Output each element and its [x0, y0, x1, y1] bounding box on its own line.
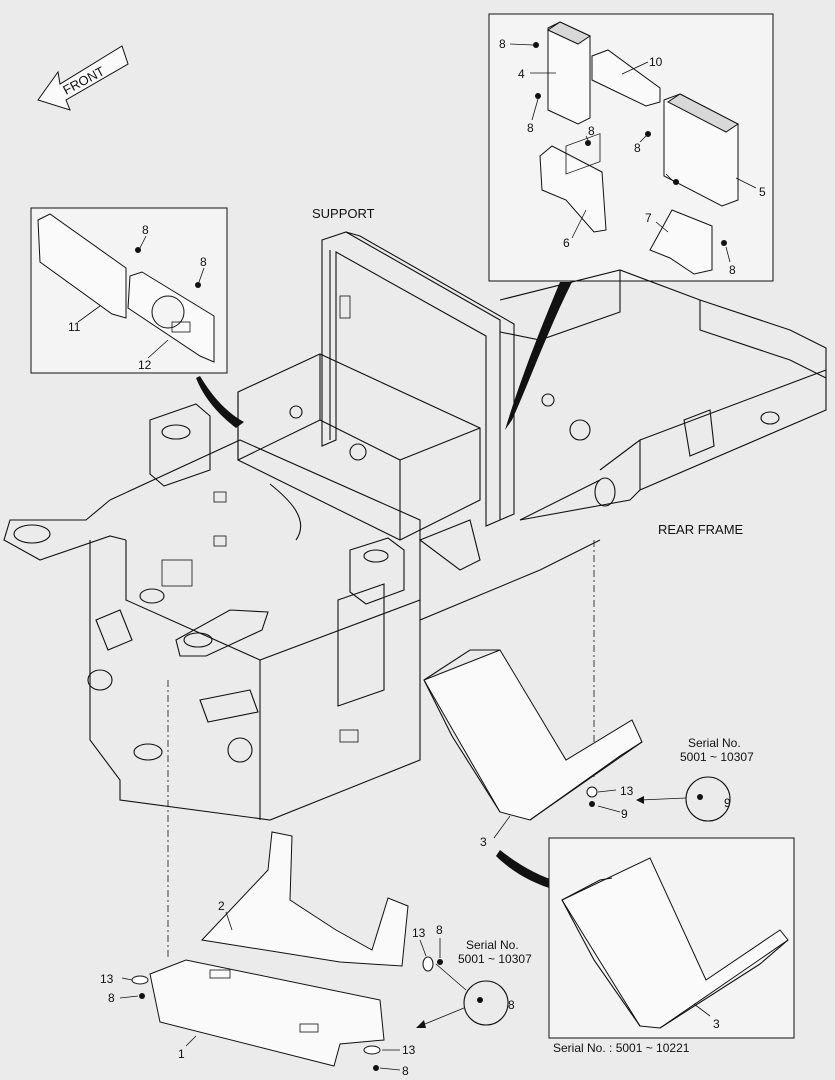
svg-text:1: 1	[178, 1047, 185, 1061]
detail-box-support-brackets	[488, 13, 774, 282]
hardware-lower-left	[119, 938, 443, 1071]
callouts-detail: 3 Serial No. : 5001 ~ 10221	[553, 1017, 720, 1055]
svg-text:8: 8	[588, 124, 595, 138]
svg-text:4: 4	[518, 67, 525, 81]
support-frame	[321, 231, 515, 527]
svg-text:6: 6	[563, 236, 570, 250]
support-label: SUPPORT	[312, 206, 375, 221]
svg-text:5: 5	[759, 185, 766, 199]
svg-text:9: 9	[621, 807, 628, 821]
detail-pointer	[496, 850, 558, 890]
svg-text:3: 3	[713, 1017, 720, 1031]
detail-box-undercover	[548, 837, 795, 1039]
svg-text:11: 11	[68, 320, 81, 334]
serial-note-right: Serial No. 5001 ~ 10307 9	[636, 736, 754, 822]
rear-frame	[499, 133, 827, 521]
svg-text:7: 7	[645, 211, 652, 225]
serial-note-bottom: Serial No. 5001 ~ 10307	[416, 938, 532, 1028]
front-arrow-icon: FRONT	[37, 45, 129, 111]
svg-text:13: 13	[412, 926, 426, 940]
detail-pointer	[505, 282, 572, 430]
svg-text:Serial No.: Serial No.	[466, 938, 519, 952]
rear-frame-label: REAR FRAME	[658, 522, 744, 537]
svg-text:5001 ~ 10307: 5001 ~ 10307	[680, 750, 754, 764]
front-frame	[3, 403, 601, 821]
svg-text:2: 2	[218, 899, 225, 913]
svg-text:13: 13	[402, 1043, 416, 1057]
undercover-3	[423, 649, 643, 839]
svg-text:Serial No.: Serial No.	[688, 736, 741, 750]
svg-text:5001 ~ 10307: 5001 ~ 10307	[458, 952, 532, 966]
svg-text:8: 8	[200, 255, 207, 269]
undercover-2	[200, 831, 409, 967]
svg-text:8: 8	[499, 37, 506, 51]
svg-text:8: 8	[508, 998, 515, 1012]
svg-text:3: 3	[480, 835, 487, 849]
svg-text:8: 8	[108, 991, 115, 1005]
svg-text:8: 8	[634, 141, 641, 155]
svg-text:8: 8	[142, 223, 149, 237]
svg-text:8: 8	[729, 263, 736, 277]
svg-text:13: 13	[620, 784, 634, 798]
undercover-1	[149, 959, 385, 1067]
svg-text:8: 8	[527, 121, 534, 135]
callouts-top-left: 8 8 11 12	[68, 223, 207, 372]
svg-text:8: 8	[436, 923, 443, 937]
callouts-lower-left: 2 13 8 13 8 8 13 8 1	[100, 899, 515, 1078]
callouts-lower-right: 13 9 3	[480, 784, 634, 849]
svg-text:9: 9	[724, 796, 731, 810]
svg-text:13: 13	[100, 972, 114, 986]
svg-text:12: 12	[138, 358, 152, 372]
svg-text:8: 8	[402, 1064, 409, 1078]
callouts-top-right: 8 4 8 10 8 8 5 6 7 8	[499, 37, 766, 277]
detail-pointer	[196, 376, 244, 428]
svg-text:Serial No. : 5001 ~ 10221: Serial No. : 5001 ~ 10221	[553, 1041, 690, 1055]
svg-text:10: 10	[649, 55, 663, 69]
support-box	[237, 353, 481, 571]
detail-box-covers	[30, 207, 228, 374]
